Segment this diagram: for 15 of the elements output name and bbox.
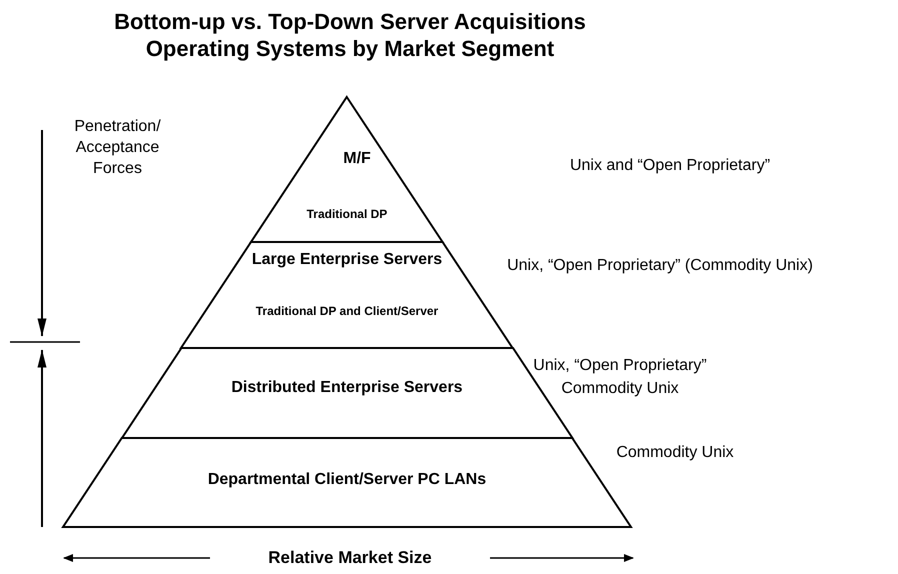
os-label: Unix, “Open Proprietary” [532,356,708,376]
os-label: Unix and “Open Proprietary” [568,156,772,176]
pyramid-tier [251,97,443,242]
diagram-title: Bottom-up vs. Top-Down Server Acquisitions Operating Systems by Market Segment [113,8,587,62]
left-label: Penetration/ Acceptance Forces [73,117,162,179]
tier-label: M/F [342,149,372,169]
os-label: Unix, “Open Proprietary” (Commodity Unix) [506,256,814,276]
os-label: Commodity Unix [560,379,680,399]
axis-label: Relative Market Size [267,547,433,568]
tier-label: Large Enterprise Servers [250,250,444,270]
tier-label: Distributed Enterprise Servers [230,378,464,398]
os-label: Commodity Unix [615,443,735,463]
tier-subtitle: Traditional DP [306,207,388,223]
tier-subtitle: Traditional DP and Client/Server [254,304,440,320]
tier-label: Departmental Client/Server PC LANs [206,470,488,490]
